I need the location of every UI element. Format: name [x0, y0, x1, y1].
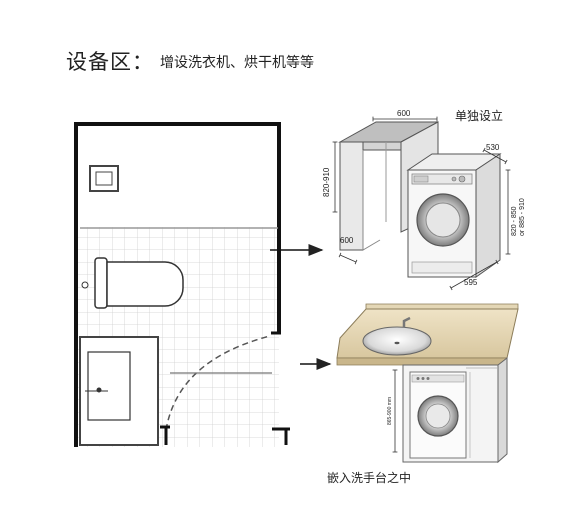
- door-swing: [165, 335, 271, 431]
- title-main: 设备区：: [66, 50, 154, 74]
- builtin-dim-height: 865-900 mm: [387, 397, 393, 425]
- dim-depth-machine: 530: [486, 143, 500, 152]
- dim-height-cabinet: 820-910: [322, 167, 331, 197]
- wall-vent: [89, 165, 119, 192]
- dim-width-top: 600: [397, 109, 411, 118]
- title-subtitle: 增设洗衣机、烘干机等等: [160, 55, 314, 71]
- dim-height-machine-1: 820 - 850: [511, 206, 518, 236]
- basin: [362, 326, 432, 356]
- dim-depth-cabinet: 600: [340, 236, 354, 245]
- builtin-label: 嵌入洗手台之中: [327, 470, 411, 485]
- freestanding-label: 单独设立: [455, 108, 503, 123]
- freestanding-illustration: 600 820-910 600 530 820 - 850 or 885 - 9…: [322, 109, 526, 291]
- toilet: [81, 257, 184, 309]
- dim-height-machine-2: or 885 - 910: [519, 198, 526, 236]
- dim-width-machine: 595: [464, 278, 478, 287]
- shower-tray: [79, 336, 159, 446]
- builtin-illustration: 865-900 mm: [336, 303, 519, 464]
- page-title: 设备区： 增设洗衣机、烘干机等等: [66, 46, 314, 76]
- floor-plan: [74, 122, 290, 447]
- faucet: [402, 316, 411, 327]
